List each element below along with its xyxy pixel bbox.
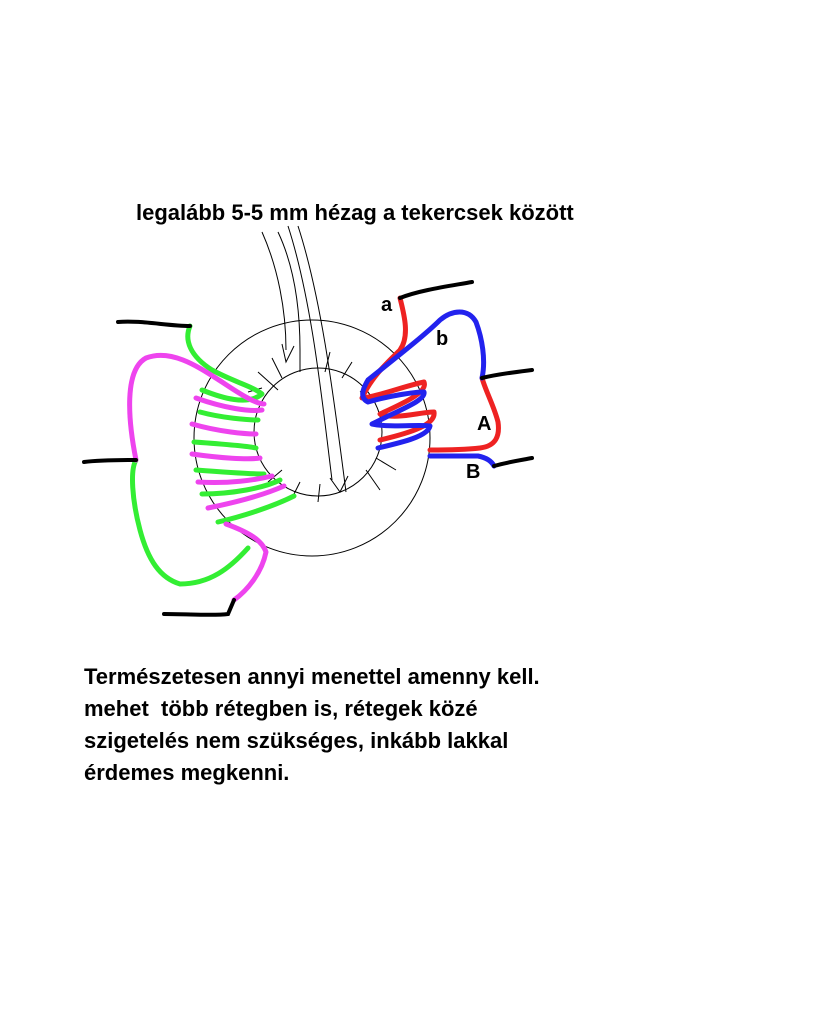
explanation-note: Természetesen annyi menettel amenny kell… [84, 661, 540, 789]
blue-winding-path [360, 309, 497, 469]
lead-label-b: b [436, 328, 449, 350]
blue-winding [360, 309, 497, 469]
note-line-4: érdemes megkenni. [84, 760, 290, 785]
lead-label-A: A [477, 413, 492, 435]
lead-label-B: B [466, 461, 481, 483]
green-winding [130, 323, 297, 587]
core-outer-ring [193, 319, 431, 557]
lead-wire-left [82, 458, 138, 464]
lead-wire-bottom-left [162, 598, 236, 617]
note-line-3: szigetelés nem szükséges, inkább lakkal [84, 728, 509, 753]
lead-label-a: a [381, 294, 393, 316]
lead-wires [82, 280, 534, 617]
magenta-winding-path [127, 352, 287, 603]
lead-wire-B [492, 456, 534, 468]
lead-wire-a [398, 280, 474, 300]
red-winding-path [359, 295, 501, 453]
lead-wire-top-left [116, 319, 192, 328]
note-line-2: mehet több rétegben is, rétegek közé [84, 696, 478, 721]
diagram-title: legalább 5-5 mm hézag a tekercsek között [136, 200, 574, 225]
magenta-winding [127, 352, 287, 603]
note-line-1: Természetesen annyi menettel amenny kell… [84, 664, 540, 689]
red-winding [359, 295, 501, 453]
gap-pointer-arrows [261, 225, 349, 493]
green-winding-path [130, 323, 297, 587]
lead-wire-A [480, 368, 534, 380]
